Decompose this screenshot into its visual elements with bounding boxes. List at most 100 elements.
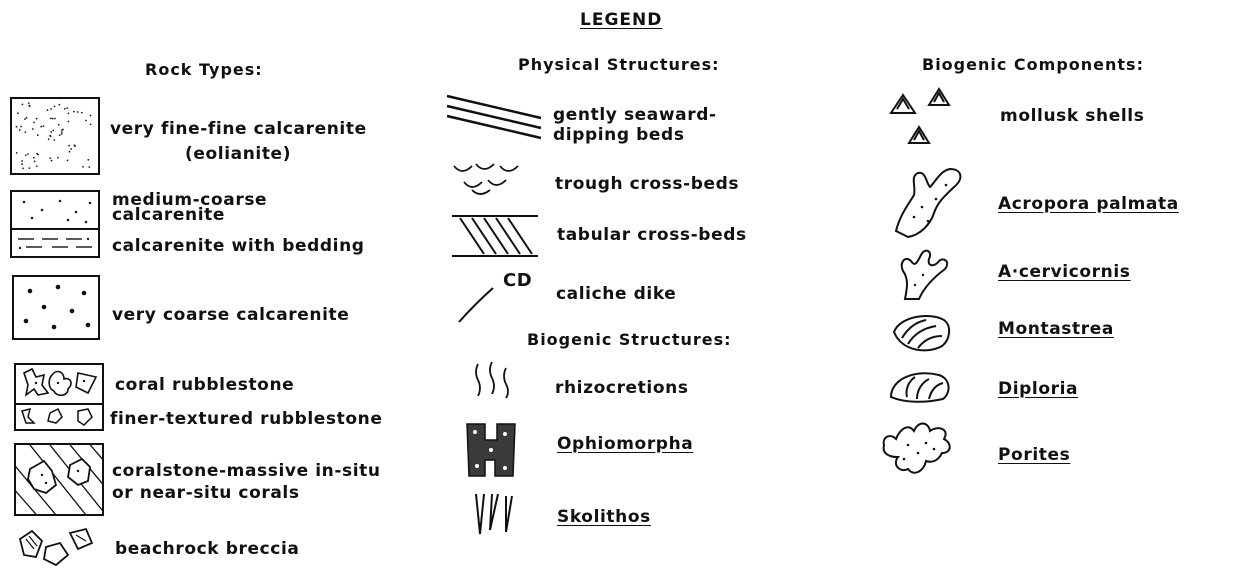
mollusk-shells-label: mollusk shells [1000,107,1144,126]
fine-dot [87,159,89,161]
fine-dot [16,126,18,128]
fine-dot [28,105,30,107]
coral-rubblestone-symbol [14,363,104,405]
fine-dot [66,107,68,109]
fine-dot [53,139,55,141]
ophiomorpha-icon [463,420,523,480]
medium-coarse-calcarenite-symbol [10,190,100,230]
fine-dot [67,160,69,162]
fine-dot [22,104,24,106]
coralstone-label: coralstone-massive in-situ [112,462,381,481]
fine-dot [26,117,28,119]
fine-dot [25,131,27,133]
fine-dot [58,124,60,126]
very-coarse-calcarenite-symbol [12,275,100,340]
fine-dot [19,129,21,131]
fine-dot [24,118,26,120]
fine-dot [28,167,30,169]
very-fine-calcarenite-symbol [10,97,100,175]
fine-dot [68,121,70,123]
rock-types-heading: Rock Types: [145,60,263,79]
fine-dot [17,112,19,114]
fine-dot [54,118,56,120]
fine-dot [88,166,90,168]
skolithos-label: Skolithos [557,508,651,527]
fine-dot [34,161,36,163]
fine-dot [64,108,66,110]
fine-dot [28,102,30,104]
coarse-dots-pattern [14,277,98,338]
fine-dot [69,151,71,153]
fine-dot [36,165,38,167]
very-fine-calcarenite-label-2: (eolianite) [185,145,291,164]
fine-dot [22,168,24,170]
montastrea-label: Montastrea [998,320,1114,339]
skolithos-icon [470,490,520,540]
medium-dots-pattern [12,192,98,228]
legend-title: LEGEND [580,10,662,30]
acropora-cervicornis-genus: A [998,262,1012,282]
fine-dot [61,133,63,135]
fine-dot [70,148,72,150]
fine-dot [51,160,53,162]
fine-dot [50,118,52,120]
fine-dot [21,163,23,165]
very-coarse-calcarenite-label: very coarse calcarenite [112,306,349,325]
fine-dot [52,130,54,132]
fine-dot [20,126,22,128]
fine-dot [37,134,39,136]
finer-rubblestone-label: finer-textured rubblestone [110,410,382,429]
medium-coarse-label-2: calcarenite [112,206,225,225]
trough-cross-beds-label: trough cross-beds [555,175,739,194]
acropora-palmata-icon [890,165,975,240]
seaward-dipping-beds-icon [445,92,545,142]
fine-dot [77,111,79,113]
fine-dot [48,138,50,140]
fine-dot [36,118,38,120]
tabular-cross-beds-label: tabular cross-beds [557,226,747,245]
biogenic-components-heading: Biogenic Components: [922,55,1144,74]
fine-dot [68,113,70,115]
seaward-dipping-beds-label: gently seaward- [553,106,717,125]
coralstone-symbol [14,443,104,516]
coral-rubblestone-label: coral rubblestone [115,376,294,395]
trough-cross-beds-icon [450,160,530,200]
fine-dot [50,131,52,133]
fine-dot [90,115,92,117]
fine-dot [73,144,75,146]
fine-dot [27,153,29,155]
fine-dot [32,128,34,130]
mollusk-shells-icon [885,85,960,155]
acropora-cervicornis-label: A·cervicornis [998,263,1131,282]
fine-dot [57,157,59,159]
coralstone-label-2: or near-situ corals [112,484,300,503]
ophiomorpha-label: Ophiomorpha [557,435,693,454]
rhizocretions-icon [472,360,522,400]
fine-dot [43,125,45,127]
fine-dot [16,152,18,154]
fine-dot [40,126,42,128]
calcarenite-bedding-label: calcarenite with bedding [112,237,365,256]
bedded-calcarenite-symbol [10,228,100,258]
finer-rubble-pattern [16,405,102,429]
montastrea-icon [890,310,952,354]
beachrock-breccia-icon [16,525,102,569]
porites-label: Porites [998,446,1070,465]
fine-dot [73,111,75,113]
fine-dot [52,118,54,120]
acropora-palmata-label: Acropora palmata [998,195,1179,214]
caliche-dike-icon [455,280,505,325]
physical-structures-heading: Physical Structures: [518,55,720,74]
seaward-dipping-beds-label-2: dipping beds [553,126,685,145]
abbrev-dot: · [1012,262,1019,282]
fine-dot [49,157,51,159]
fine-dot [58,104,60,106]
coralstone-pattern [16,445,102,514]
diploria-label: Diploria [998,380,1078,399]
fine-dot [25,155,27,157]
fine-dot [62,129,64,131]
fine-dot [68,145,70,147]
bedding-pattern [12,230,98,256]
very-fine-calcarenite-label: very fine-fine calcarenite [110,120,367,139]
caliche-dike-label: caliche dike [556,285,676,304]
